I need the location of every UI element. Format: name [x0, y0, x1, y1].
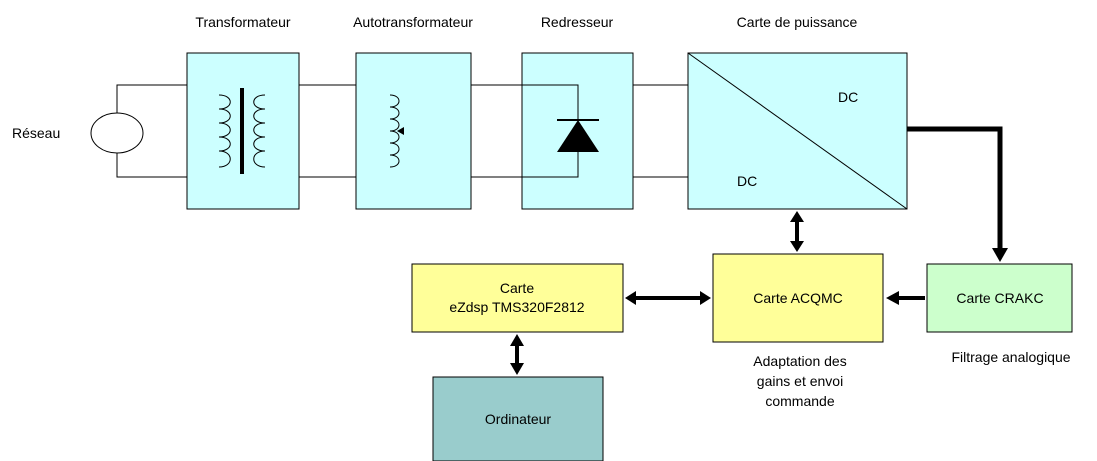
dc-input-label: DC: [737, 173, 757, 189]
diode-icon: [557, 119, 599, 152]
transformer-coil-icon: [218, 88, 266, 174]
carte-ezdsp-label-line1: Carte: [500, 280, 534, 296]
ordinateur-label: Ordinateur: [485, 411, 551, 427]
ordinateur-block: [432, 376, 604, 461]
ac-source-icon: [90, 112, 144, 154]
carte-crakc-block: [926, 263, 1073, 333]
power-to-crakc-arrow: [907, 126, 1008, 262]
autotransformateur-label: Autotransformateur: [353, 14, 473, 30]
ezdsp-ordinateur-bidir-arrow: [510, 334, 524, 375]
autotransformer-coil-icon: [389, 94, 400, 168]
adaptation-label-line1: Adaptation des: [753, 353, 846, 369]
redresseur-label: Redresseur: [541, 14, 614, 30]
adaptation-label-line2: gains et envoi: [757, 373, 843, 389]
transformateur-label: Transformateur: [195, 14, 291, 30]
dc-dc-diagonal-icon: [687, 52, 908, 210]
carte-ezdsp-block: [411, 263, 624, 333]
autotransformer-wiper-arrow-icon: [397, 127, 404, 135]
crakc-to-acqmc-arrow: [886, 291, 925, 305]
transformateur-block: [186, 52, 300, 210]
filtrage-label: Filtrage analogique: [951, 349, 1070, 365]
adaptation-label-line3: commande: [765, 393, 834, 409]
carte-ezdsp-label-line2: eZdsp TMS320F2812: [449, 299, 584, 315]
dc-output-label: DC: [838, 89, 858, 105]
carte-puissance-label: Carte de puissance: [737, 14, 858, 30]
carte-acqmc-block: [712, 253, 884, 343]
ezdsp-acqmc-bidir-arrow: [625, 291, 711, 305]
carte-crakc-label: Carte CRAKC: [956, 290, 1043, 306]
autotransformateur-block: [355, 52, 472, 210]
puissance-acqmc-bidir-arrow: [790, 211, 804, 252]
carte-acqmc-label: Carte ACQMC: [753, 290, 842, 306]
reseau-label: Réseau: [12, 125, 60, 141]
